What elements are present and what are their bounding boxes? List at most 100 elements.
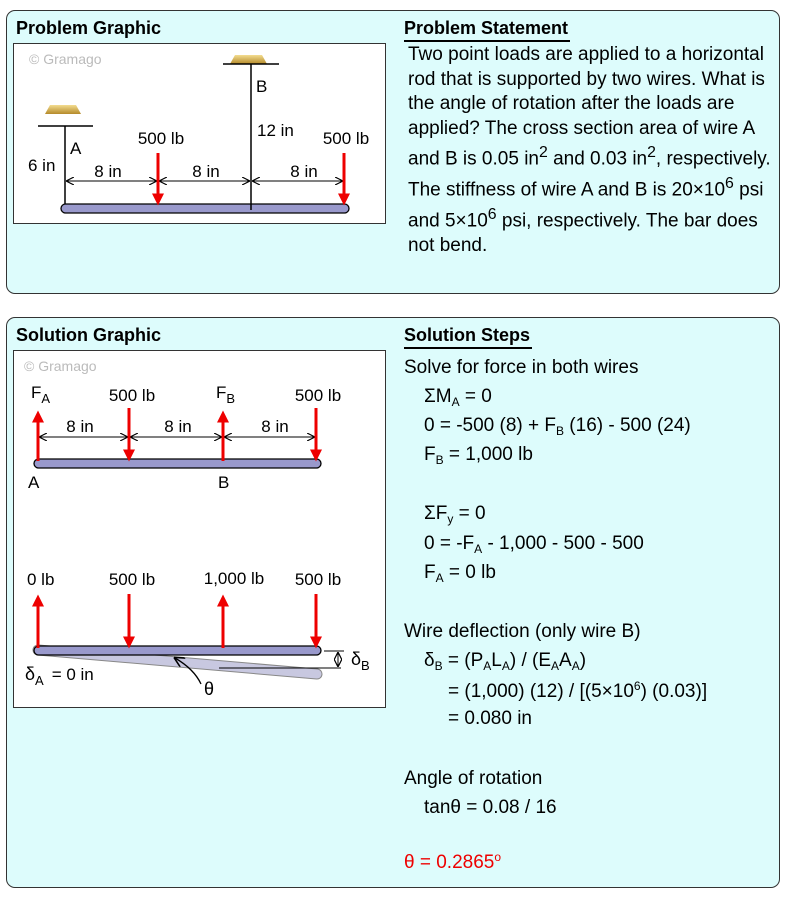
superscript: 6: [633, 679, 641, 693]
text-segment: , respectively. The stiffness of wire A …: [408, 148, 771, 201]
subscript: B: [556, 424, 565, 438]
text-segment: Angle of rotation: [404, 768, 543, 789]
text-segment: 0 = -F: [424, 533, 475, 554]
text-segment: F: [424, 562, 436, 583]
solution-step-line: 0 = -FA - 1,000 - 500 - 500: [424, 533, 644, 556]
load-label-2: 500 lb: [295, 386, 341, 405]
solution-step-line: Angle of rotation: [404, 768, 542, 790]
text-segment: = 0 lb: [443, 562, 496, 583]
solution-graphic-title: Solution Graphic: [16, 325, 162, 345]
text-segment: L: [491, 650, 502, 671]
text-segment: ) / (E: [509, 650, 552, 671]
solution-step-line: FA = 0 lb: [424, 562, 496, 585]
text-segment: tanθ = 0.08 / 16: [424, 797, 557, 818]
subscript: B: [434, 659, 443, 673]
superscript: 2: [538, 144, 548, 162]
text-segment: psi and 5×10: [408, 179, 764, 232]
solution-graphic: © Gramago FA FB 500 lb 500 lb 8 in 8 in …: [13, 350, 386, 708]
text-segment: psi, respectively. The bar does not bend…: [408, 210, 758, 257]
text-segment: 0 = -500 (8) + F: [424, 415, 557, 436]
final-answer: θ = 0.2865o: [404, 850, 501, 874]
rod: [60, 203, 350, 214]
wire-b-length: 12 in: [257, 121, 294, 140]
superscript: o: [494, 850, 502, 864]
text-segment: A: [559, 650, 572, 671]
solution-step-line: 0 = -500 (8) + FB (16) - 500 (24): [424, 415, 691, 438]
subscript: A: [451, 395, 460, 409]
text-segment: and 0.03 in: [547, 148, 648, 170]
problem-graphic-title: Problem Graphic: [16, 18, 162, 38]
label-a: A: [28, 473, 40, 492]
ceiling-a: [45, 105, 81, 114]
subscript: A: [551, 659, 560, 673]
label-b: B: [218, 473, 229, 492]
delta-b-label: δB: [351, 649, 370, 673]
solution-step-line: ΣFy = 0: [424, 503, 486, 526]
text-segment: Two point loads are applied to a horizon…: [408, 44, 765, 170]
dim-label-1: 8 in: [94, 162, 121, 181]
force-b-label: FB: [216, 383, 235, 406]
text-segment: ) (0.03)]: [640, 681, 708, 702]
copyright-watermark: © Gramago: [29, 51, 102, 67]
text-segment: Solve for force in both wires: [404, 357, 639, 378]
text-segment: δ: [424, 650, 435, 671]
subscript: A: [474, 542, 483, 556]
solution-step-line: Wire deflection (only wire B): [404, 621, 641, 643]
label-b: B: [256, 77, 267, 96]
superscript: 6: [725, 175, 734, 193]
text-segment: - 1,000 - 500 - 500: [482, 533, 644, 554]
text-segment: (16) - 500 (24): [564, 415, 691, 436]
subscript: B: [435, 453, 444, 467]
rod-fbd: [33, 458, 322, 469]
load-label-1: 500 lb: [109, 386, 155, 405]
text-segment: = 0: [459, 386, 492, 407]
load-label-1: 500 lb: [138, 129, 184, 148]
wire-a-length: 6 in: [28, 156, 55, 175]
force-a-label: FA: [31, 383, 50, 406]
text-segment: F: [424, 444, 436, 465]
text-segment: θ = 0.2865: [404, 852, 495, 873]
reaction-label-a: 0 lb: [27, 570, 54, 589]
superscript: 2: [647, 144, 656, 162]
solution-steps-title: Solution Steps: [404, 325, 532, 349]
problem-statement-title: Problem Statement: [404, 18, 571, 42]
solution-step-line: = (1,000) (12) / [(5×106) (0.03)]: [448, 679, 707, 703]
solution-step-line: ΣMA = 0: [424, 386, 492, 409]
dim-label-3: 8 in: [290, 162, 317, 181]
solution-step-line: = 0.080 in: [448, 708, 532, 730]
text-segment: = 1,000 lb: [443, 444, 533, 465]
text-segment: = 0: [453, 503, 486, 524]
superscript: 6: [487, 206, 497, 224]
theta-leader: [175, 658, 202, 685]
ceiling-b: [230, 55, 267, 64]
dim-label-2: 8 in: [164, 417, 191, 436]
delta-a-label: δA= 0 in: [25, 664, 94, 688]
text-segment: = (1,000) (12) / [(5×10: [448, 681, 634, 702]
reaction-label-b: 1,000 lb: [204, 569, 265, 588]
text-segment: = (P: [442, 650, 484, 671]
subscript: A: [483, 659, 492, 673]
subscript: y: [447, 512, 454, 526]
load-label-2: 500 lb: [323, 129, 369, 148]
dim-label-1: 8 in: [66, 417, 93, 436]
dim-label-3: 8 in: [261, 417, 288, 436]
subscript: A: [571, 659, 580, 673]
subscript: A: [501, 659, 510, 673]
label-a: A: [70, 139, 82, 158]
load-label-3: 500 lb: [109, 570, 155, 589]
text-segment: Wire deflection (only wire B): [404, 621, 641, 642]
text-segment: ΣM: [424, 386, 452, 407]
solution-step-line: FB = 1,000 lb: [424, 444, 533, 467]
solution-step-line: tanθ = 0.08 / 16: [424, 797, 557, 819]
theta-label: θ: [204, 679, 214, 699]
problem-graphic: © Gramago A B 12 in 6 in 500 lb 500 lb 8…: [13, 43, 386, 224]
subscript: A: [435, 571, 444, 585]
solution-step-line: Solve for force in both wires: [404, 357, 638, 379]
copyright-watermark: © Gramago: [24, 358, 97, 374]
load-label-4: 500 lb: [295, 570, 341, 589]
text-segment: = 0.080 in: [448, 708, 532, 729]
rod-deflected-reference: [33, 645, 322, 656]
problem-statement: Two point loads are applied to a horizon…: [402, 43, 773, 259]
solution-step-line: δB = (PALA) / (EAAA): [424, 650, 586, 673]
text-segment: ΣF: [424, 503, 448, 524]
